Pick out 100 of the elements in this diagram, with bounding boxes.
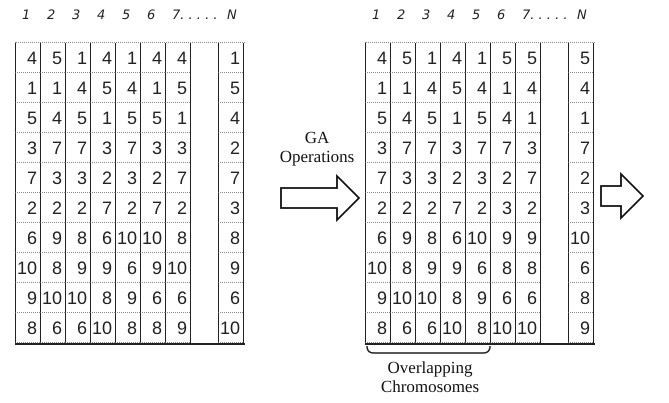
gene-number: 5 [490, 43, 515, 73]
gene-number: 7 [568, 133, 593, 163]
gene-number: 10 [390, 283, 415, 313]
gene-number: 4 [568, 73, 593, 103]
gene-number: 3 [365, 133, 390, 163]
gene-number: 4 [140, 43, 165, 73]
gene-number: 4 [390, 103, 415, 133]
column-number: 2 [47, 8, 56, 23]
gene-number: 10 [65, 283, 90, 313]
gene-number: 7 [115, 133, 140, 163]
gene-number: 2 [390, 193, 415, 223]
column-number: 7. . . . . [522, 8, 568, 23]
gene-number: 3 [140, 133, 165, 163]
gene-number: 4 [415, 73, 440, 103]
gene-number: 8 [465, 313, 490, 343]
gene-number: 3 [218, 193, 243, 223]
gene-number: 9 [218, 253, 243, 283]
chromosome-grid [15, 42, 245, 345]
column-number: 6 [147, 8, 156, 23]
gene-number: 1 [490, 73, 515, 103]
gene-number: 1 [440, 103, 465, 133]
column-number: 1 [372, 8, 380, 23]
gene-number: 1 [365, 73, 390, 103]
gene-number: 6 [568, 253, 593, 283]
gene-number: 6 [515, 283, 540, 313]
gene-number: 9 [490, 223, 515, 253]
gene-number: 8 [415, 223, 440, 253]
gene-number: 8 [140, 313, 165, 343]
gene-number: 4 [65, 73, 90, 103]
gene-number: 4 [515, 73, 540, 103]
gene-number: 8 [515, 253, 540, 283]
gene-number: 1 [515, 103, 540, 133]
gene-number: 6 [465, 253, 490, 283]
column-number: 5 [122, 8, 130, 23]
gene-number: 3 [440, 133, 465, 163]
gene-number: 10 [40, 283, 65, 313]
gene-number: 3 [65, 163, 90, 193]
gene-number: 3 [465, 163, 490, 193]
gene-number: 3 [115, 163, 140, 193]
gene-number: 1 [465, 43, 490, 73]
gene-number: 1 [115, 43, 140, 73]
gene-number: 3 [90, 133, 115, 163]
gene-number: 10 [440, 313, 465, 343]
gene-number: 6 [140, 283, 165, 313]
gene-number: 10 [218, 313, 243, 343]
gene-number: 5 [568, 43, 593, 73]
gene-number: 10 [15, 253, 40, 283]
column-number: N [227, 8, 237, 23]
gene-number: 8 [90, 283, 115, 313]
gene-number: 6 [15, 223, 40, 253]
gene-number: 6 [218, 283, 243, 313]
gene-number: 9 [65, 253, 90, 283]
gene-number: 9 [390, 223, 415, 253]
gene-number: 9 [440, 253, 465, 283]
column-number: 2 [397, 8, 406, 23]
column-number: 4 [97, 8, 106, 23]
gene-number: 9 [515, 223, 540, 253]
gene-number: 4 [115, 73, 140, 103]
gene-number: 9 [40, 223, 65, 253]
gene-number: 1 [165, 103, 190, 133]
gene-number: 10 [140, 223, 165, 253]
gene-number: 1 [415, 43, 440, 73]
gene-number: 4 [440, 43, 465, 73]
gene-number: 10 [415, 283, 440, 313]
gene-number: 5 [465, 103, 490, 133]
gene-number: 7 [440, 193, 465, 223]
gene-number: 5 [40, 43, 65, 73]
gene-number: 8 [65, 223, 90, 253]
gene-number: 5 [515, 43, 540, 73]
gene-number: 7 [40, 133, 65, 163]
gene-number: 4 [165, 43, 190, 73]
gene-number: 10 [465, 223, 490, 253]
gene-number: 1 [40, 73, 65, 103]
column-number: 4 [447, 8, 456, 23]
gene-number: 6 [90, 223, 115, 253]
gene-number: 2 [490, 163, 515, 193]
gene-number: 8 [490, 253, 515, 283]
gene-number: 6 [415, 313, 440, 343]
gene-number: 6 [440, 223, 465, 253]
gene-number: 2 [440, 163, 465, 193]
brace-caption: Overlapping Chromosomes [380, 358, 480, 396]
gene-number: 5 [15, 103, 40, 133]
gene-number: 2 [140, 163, 165, 193]
column-number: 3 [72, 8, 80, 23]
gene-number: 2 [365, 193, 390, 223]
gene-number: 7 [90, 193, 115, 223]
chromosome-grid [365, 42, 595, 345]
gene-number: 6 [65, 313, 90, 343]
gene-number: 3 [415, 163, 440, 193]
gene-number: 9 [90, 253, 115, 283]
column-number: 3 [422, 8, 430, 23]
gene-number: 3 [165, 133, 190, 163]
gene-number: 10 [365, 253, 390, 283]
gene-number: 1 [390, 73, 415, 103]
gene-number: 9 [165, 313, 190, 343]
gene-number: 10 [490, 313, 515, 343]
block-arrow [280, 174, 360, 222]
gene-number: 2 [415, 193, 440, 223]
gene-number: 5 [218, 73, 243, 103]
gene-number: 4 [15, 43, 40, 73]
